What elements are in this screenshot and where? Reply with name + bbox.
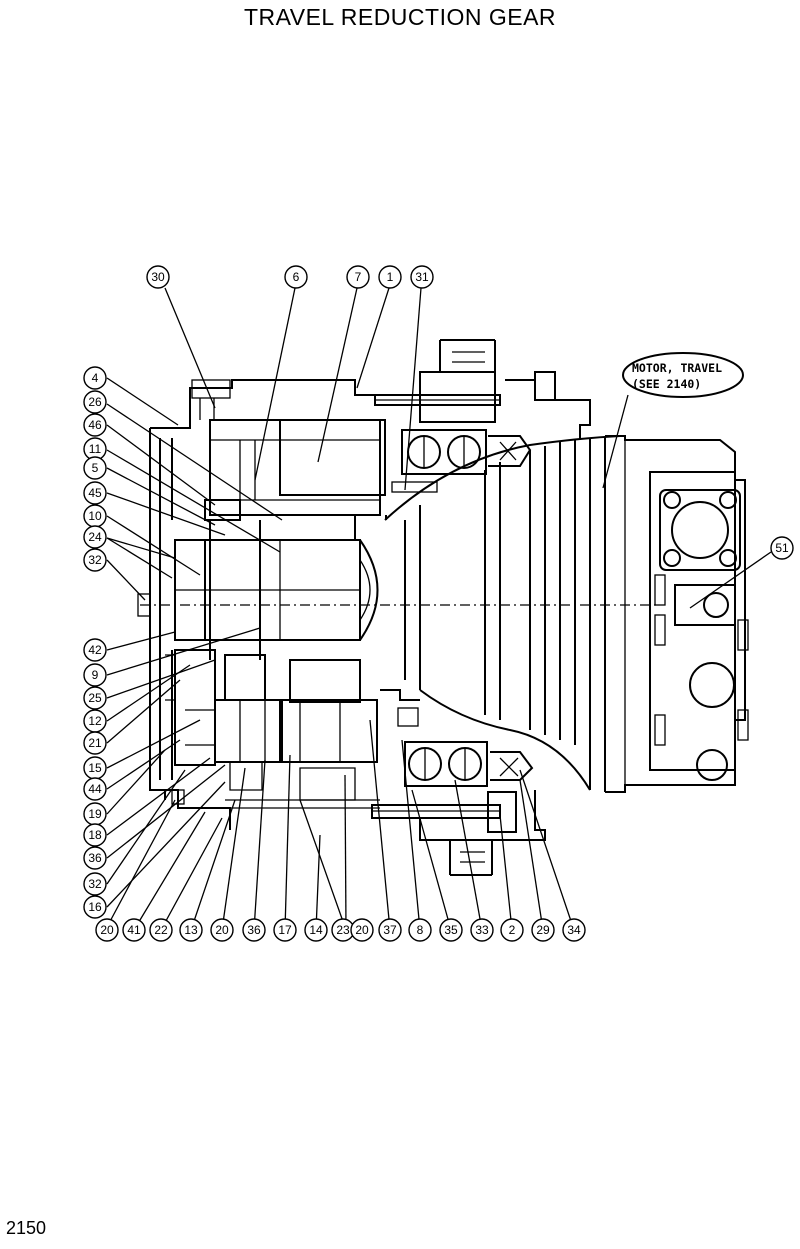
- callout-label: 11: [89, 442, 102, 456]
- callout-label: 7: [355, 270, 362, 284]
- callout-bottom-1: 20: [95, 918, 119, 942]
- callouts-top: 30 6 7 1 31: [146, 265, 434, 289]
- callout-left-20: 32: [83, 872, 107, 896]
- leader-lines: [106, 287, 772, 931]
- callout-bottom-15: 2: [500, 918, 524, 942]
- callout-label: 18: [88, 828, 102, 842]
- callout-left-21: 16: [83, 895, 107, 919]
- callout-top-2: 6: [284, 265, 308, 289]
- callout-bottom-13: 35: [439, 918, 463, 942]
- callout-label: 25: [88, 691, 102, 705]
- callout-label: 14: [309, 923, 323, 937]
- callout-top-1: 30: [146, 265, 170, 289]
- callout-top-3: 7: [346, 265, 370, 289]
- page-number: 2150: [6, 1218, 47, 1238]
- callout-left-19: 36: [83, 846, 107, 870]
- callout-top-5: 31: [410, 265, 434, 289]
- callout-label: 32: [88, 877, 102, 891]
- callout-left-12: 25: [83, 686, 107, 710]
- callout-left-3: 46: [83, 413, 107, 437]
- callout-left-16: 44: [83, 777, 107, 801]
- callout-left-8: 24: [83, 525, 107, 549]
- callout-label: 46: [88, 418, 102, 432]
- callouts-right: 51: [770, 536, 794, 560]
- callout-left-13: 12: [83, 709, 107, 733]
- callout-label: 1: [387, 270, 394, 284]
- callout-bottom-4: 13: [179, 918, 203, 942]
- motor-travel-note: MOTOR, TRAVEL (SEE 2140): [602, 352, 744, 489]
- note-line-1: MOTOR, TRAVEL: [632, 361, 722, 375]
- callout-label: 29: [536, 923, 550, 937]
- callout-bottom-10: 20: [350, 918, 374, 942]
- callout-label: 37: [383, 923, 397, 937]
- callout-label: 30: [151, 270, 165, 284]
- callout-left-17: 19: [83, 802, 107, 826]
- callout-left-7: 10: [83, 504, 107, 528]
- callout-label: 32: [88, 553, 102, 567]
- callouts-left: 4 26 46 11 5 45 10 24 32 42 9 25 12 21 1…: [83, 366, 107, 919]
- callout-right-1: 51: [770, 536, 794, 560]
- callout-left-5: 5: [83, 456, 107, 480]
- callout-left-18: 18: [83, 823, 107, 847]
- page-title: TRAVEL REDUCTION GEAR: [243, 4, 557, 30]
- callout-top-4: 1: [378, 265, 402, 289]
- callout-label: 51: [775, 541, 789, 555]
- callout-left-11: 9: [83, 663, 107, 687]
- callout-label: 19: [88, 807, 102, 821]
- callout-left-10: 42: [83, 638, 107, 662]
- callout-label: 22: [154, 923, 168, 937]
- callouts-bottom: 20 41 22 13 20 36 17 14 23 20 37 8 35 33…: [95, 918, 586, 942]
- callout-label: 9: [92, 668, 99, 682]
- callout-bottom-11: 37: [378, 918, 402, 942]
- callout-bottom-3: 22: [149, 918, 173, 942]
- callout-label: 20: [355, 923, 369, 937]
- callout-label: 4: [92, 371, 99, 385]
- callout-left-2: 26: [83, 390, 107, 414]
- callout-bottom-5: 20: [210, 918, 234, 942]
- callout-label: 41: [127, 923, 141, 937]
- callout-bottom-8: 14: [304, 918, 328, 942]
- callout-bottom-12: 8: [408, 918, 432, 942]
- callout-label: 36: [88, 851, 102, 865]
- callout-label: 2: [509, 923, 516, 937]
- callout-left-6: 45: [83, 481, 107, 505]
- callout-label: 42: [88, 643, 102, 657]
- callout-bottom-6: 36: [242, 918, 266, 942]
- callout-label: 13: [184, 923, 198, 937]
- callout-label: 31: [415, 270, 429, 284]
- callout-bottom-16: 29: [531, 918, 555, 942]
- gear-housing-drawing: [137, 339, 749, 876]
- note-line-2: (SEE 2140): [632, 377, 701, 391]
- callout-bottom-7: 17: [273, 918, 297, 942]
- callout-label: 15: [88, 761, 102, 775]
- callout-label: 20: [215, 923, 229, 937]
- callout-left-9: 32: [83, 548, 107, 572]
- callout-label: 21: [88, 736, 102, 750]
- callout-label: 20: [100, 923, 114, 937]
- callout-label: 24: [88, 530, 102, 544]
- callout-label: 34: [567, 923, 581, 937]
- callout-label: 44: [88, 782, 102, 796]
- callout-label: 35: [444, 923, 458, 937]
- callout-label: 36: [247, 923, 261, 937]
- callout-label: 45: [88, 486, 102, 500]
- callout-label: 17: [278, 923, 292, 937]
- callout-left-1: 4: [83, 366, 107, 390]
- callout-label: 5: [92, 461, 99, 475]
- callout-left-14: 21: [83, 731, 107, 755]
- callout-bottom-14: 33: [470, 918, 494, 942]
- callout-label: 6: [293, 270, 300, 284]
- callout-label: 16: [88, 900, 102, 914]
- callout-label: 33: [475, 923, 489, 937]
- callout-left-15: 15: [83, 756, 107, 780]
- callout-label: 12: [88, 714, 102, 728]
- callout-label: 23: [336, 923, 350, 937]
- callout-bottom-9: 23: [331, 918, 355, 942]
- callout-bottom-2: 41: [122, 918, 146, 942]
- callout-label: 8: [417, 923, 424, 937]
- callout-bottom-17: 34: [562, 918, 586, 942]
- callout-label: 10: [88, 509, 102, 523]
- callout-label: 26: [88, 395, 102, 409]
